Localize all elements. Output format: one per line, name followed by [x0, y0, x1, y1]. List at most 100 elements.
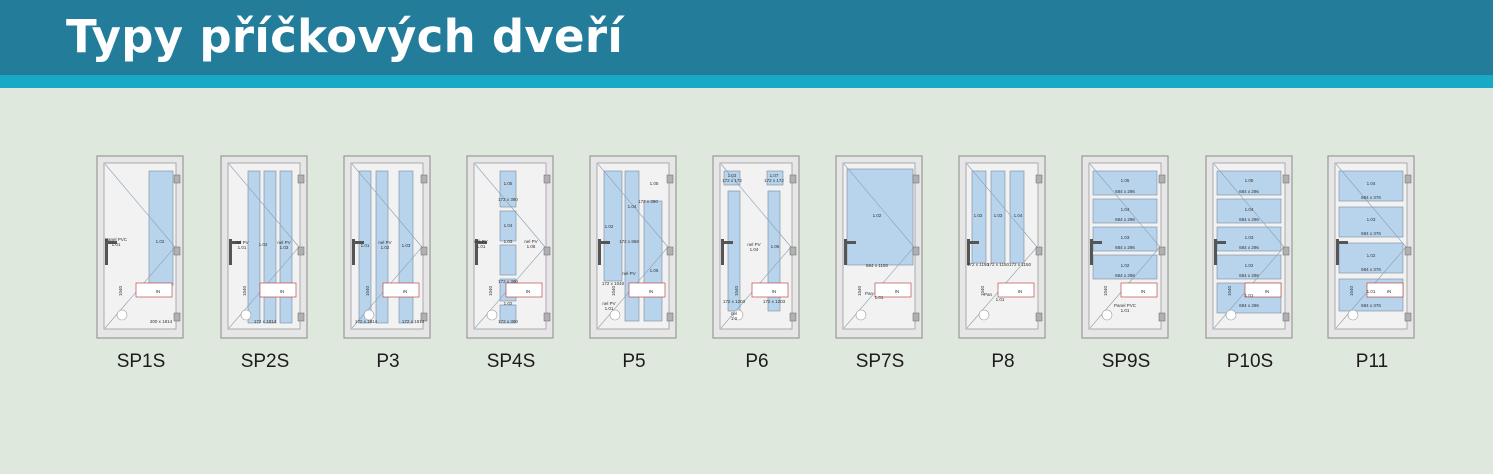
door-annotation: Panel PVC — [1114, 303, 1137, 308]
in-marker-box — [628, 282, 666, 298]
door-annotation: 1.02 — [504, 301, 513, 306]
door-handle-lever — [721, 241, 733, 244]
lock-circle — [1347, 309, 1359, 321]
in-marker-box — [382, 282, 420, 298]
door-annotation: 1.02 — [605, 224, 614, 229]
door-annotation: 172 x 390 — [498, 279, 518, 284]
door-handle-lever — [967, 241, 979, 244]
door-annotation: Pan — [984, 292, 993, 297]
glass-pane — [971, 170, 987, 264]
door-annotation: 1.02 — [1367, 253, 1376, 258]
hinge — [912, 246, 920, 256]
door-handle — [475, 239, 478, 265]
hinge — [1282, 246, 1290, 256]
opening-line — [597, 163, 669, 248]
door-annotation: 1.03 — [1121, 235, 1130, 240]
door-annotation: 172 x 390 — [498, 197, 518, 202]
door-annotation: 172 x 1814 — [254, 319, 277, 324]
door-annotation: 1.01 — [605, 306, 614, 311]
hinge — [1035, 246, 1043, 256]
door-annotation: nel PV — [524, 239, 537, 244]
door-label: P3 — [376, 351, 400, 372]
door-handle — [229, 239, 232, 265]
hinge — [912, 312, 920, 322]
door-annotation: 1.03 — [402, 243, 411, 248]
hinge — [420, 312, 428, 322]
page-title: Typy příčkových dveří — [66, 10, 624, 63]
in-marker-text: IN — [1265, 289, 1270, 294]
lock-circle — [240, 309, 252, 321]
hinge — [1035, 312, 1043, 322]
hinge — [543, 246, 551, 256]
in-marker-box — [259, 282, 297, 298]
in-marker-box — [1120, 282, 1158, 298]
opening-line — [720, 163, 792, 248]
door-annotation: 172 x 390 — [498, 319, 518, 324]
door-annotation: 1.06 — [527, 244, 536, 249]
lock-circle — [363, 309, 375, 321]
height-mark: 1040 — [118, 285, 123, 296]
door-annotation: 684 x 376 — [1361, 303, 1381, 308]
door-label: P11 — [1355, 351, 1389, 372]
hinge — [173, 246, 181, 256]
hinge — [666, 312, 674, 322]
hinge — [173, 174, 181, 184]
door-annotation: 172 x 390 — [638, 199, 658, 204]
door-annotation: 172 x 1040 — [602, 281, 625, 286]
lock-circle — [116, 309, 128, 321]
door-label: SP1S — [116, 351, 166, 372]
door-annotation: 1.02 — [873, 213, 882, 218]
header-stripe — [0, 75, 1493, 88]
hinge — [297, 312, 305, 322]
hinge — [1035, 174, 1043, 184]
door-handle — [721, 239, 724, 265]
door-label: P10S — [1226, 351, 1274, 372]
door-annotation: 1.0 — [731, 316, 738, 321]
door-handle-lever — [844, 241, 856, 244]
in-marker-box — [874, 282, 912, 298]
door-annotation: 172 x 1814 — [402, 319, 425, 324]
door-annotation: 1.02 — [1121, 263, 1130, 268]
glass-pane — [1338, 242, 1404, 274]
opening-line — [228, 163, 300, 248]
door-annotation: Panel PVC — [105, 237, 128, 242]
hinge — [789, 174, 797, 184]
header-bar — [0, 0, 1493, 75]
glass-pane — [603, 170, 623, 282]
in-marker-text: IN — [526, 289, 531, 294]
door-annotation: 1.01 — [477, 244, 486, 249]
glass-pane — [1009, 170, 1025, 264]
hinge — [1158, 246, 1166, 256]
opening-line — [1335, 163, 1407, 248]
door-annotation: 1.02 — [259, 242, 268, 247]
opening-line — [351, 163, 423, 248]
door-annotation: 172 x 1150 — [967, 262, 989, 267]
opening-line — [966, 163, 1038, 248]
in-marker-text: IN — [1387, 289, 1392, 294]
door-annotation: 1.04 — [1121, 207, 1130, 212]
glass-pane — [1338, 206, 1404, 238]
in-marker-text: IN — [1141, 289, 1146, 294]
glass-pane — [1092, 170, 1158, 196]
door-annotation: 1.01 — [1245, 293, 1254, 298]
door-handle — [1090, 239, 1093, 265]
door-annotation: 684 x 296 — [1115, 217, 1135, 222]
door-annotation: 684 x 376 — [1361, 231, 1381, 236]
door-annotation: 684 x 296 — [1239, 303, 1259, 308]
in-marker-text: IN — [280, 289, 285, 294]
opening-line — [843, 163, 915, 248]
height-mark: 1040 — [488, 285, 493, 296]
door-label: SP2S — [240, 351, 290, 372]
height-mark: 1040 — [365, 285, 370, 296]
door-annotation: nel PV — [235, 240, 248, 245]
door-handle-lever — [105, 241, 117, 244]
glass-pane — [990, 170, 1006, 264]
